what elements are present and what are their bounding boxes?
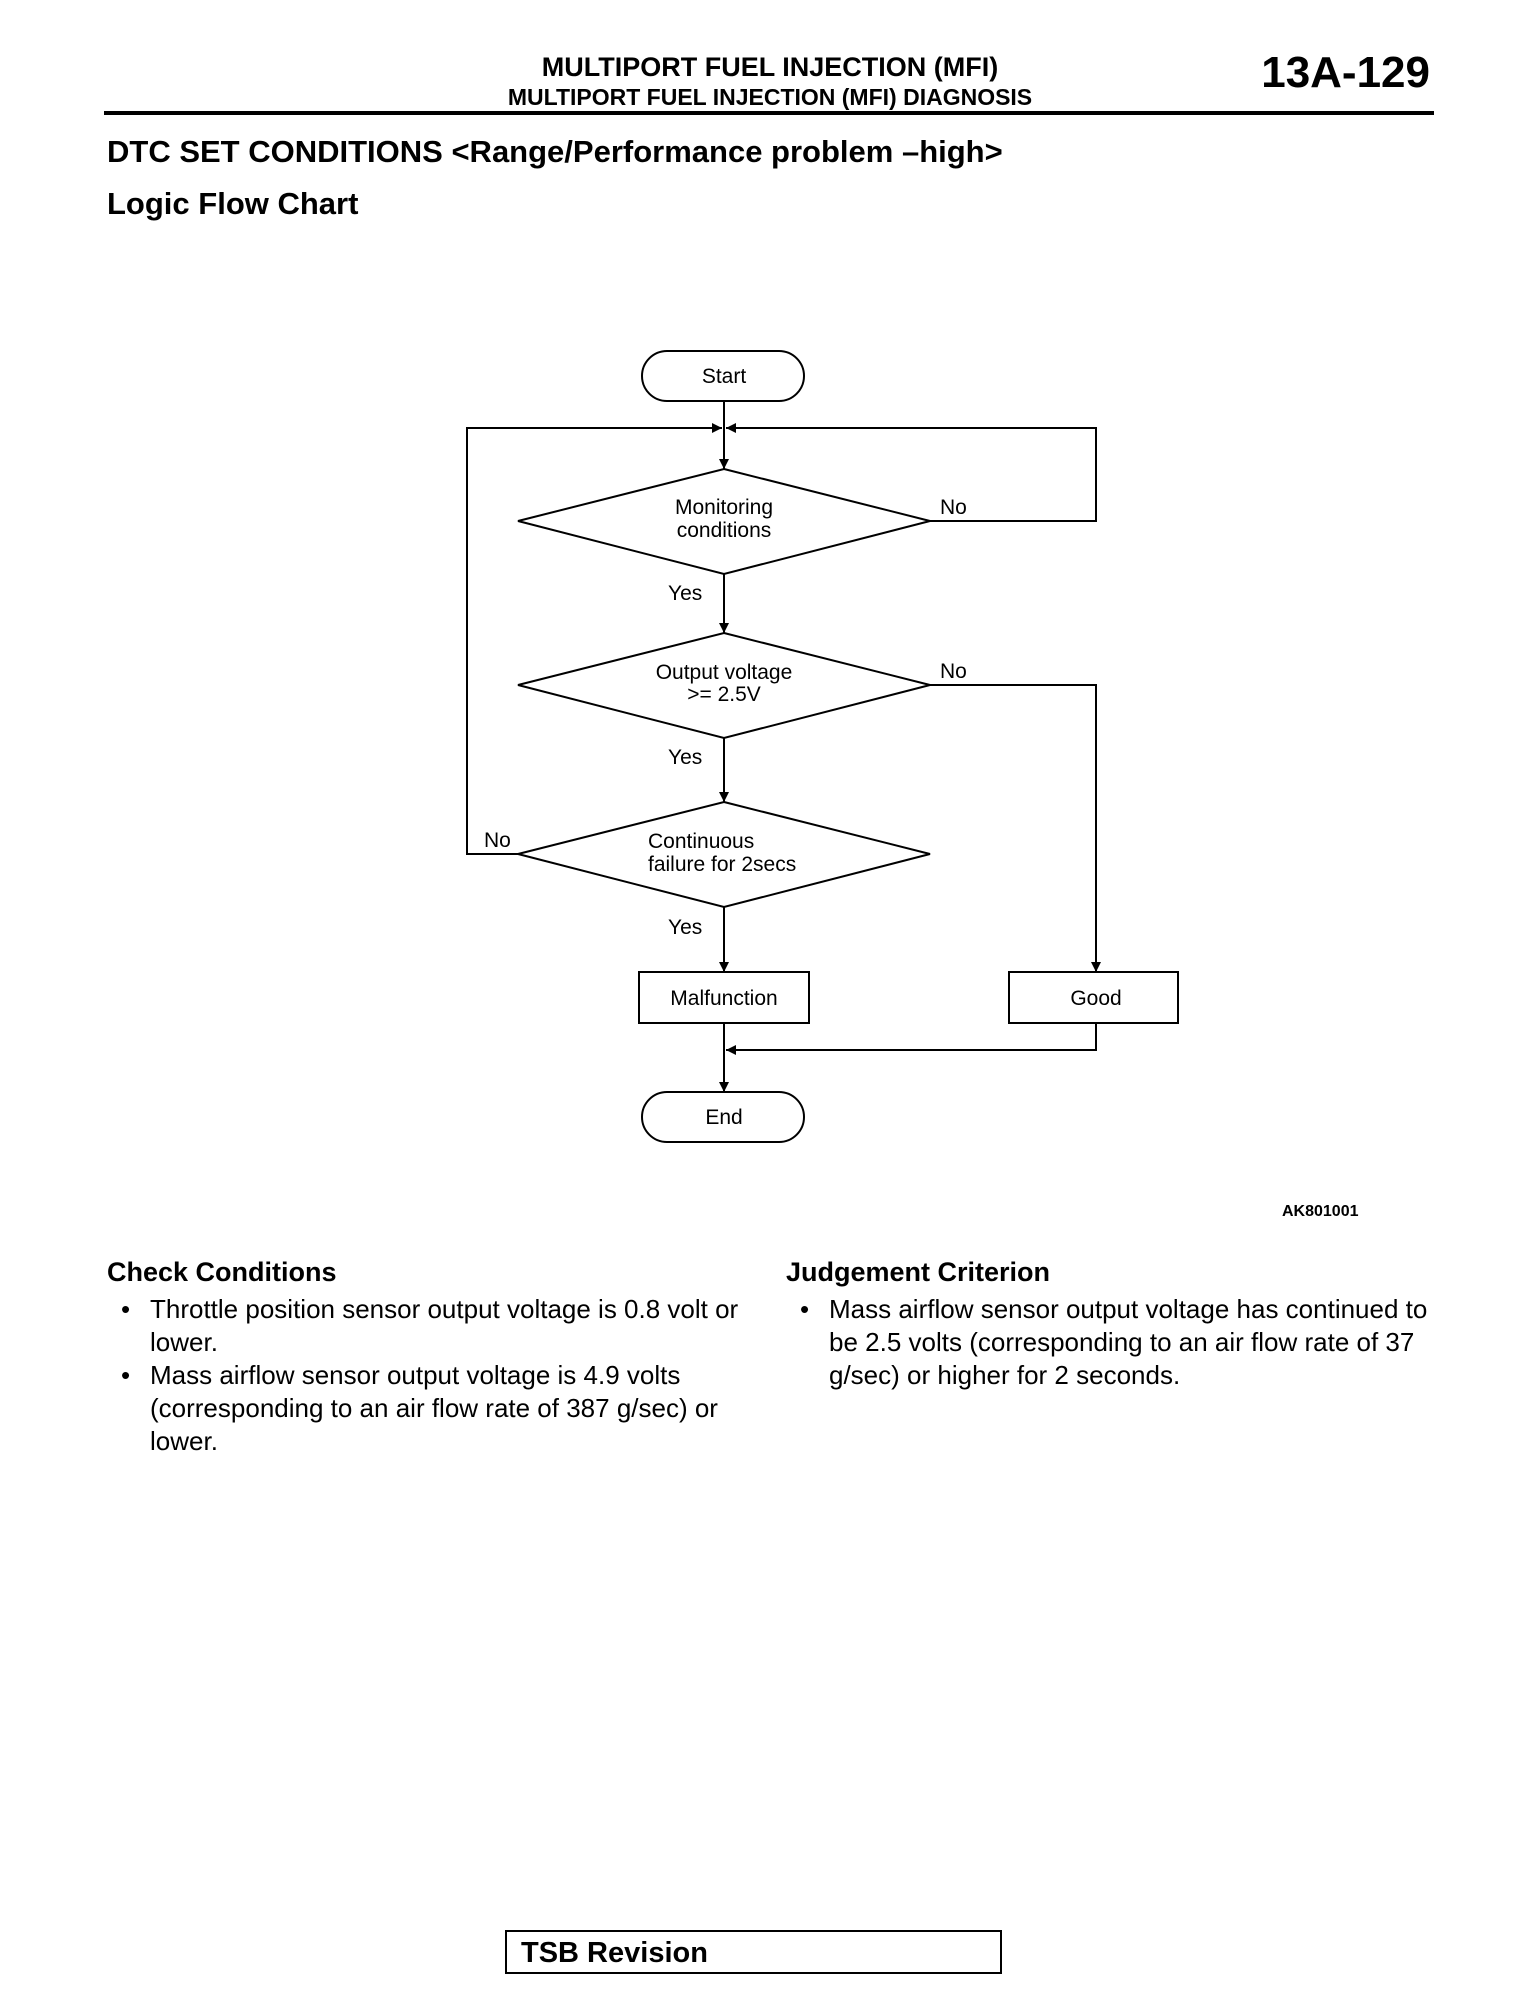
logic-flow-chart: Start Monitoring conditions Output volta… bbox=[466, 350, 1179, 1143]
figure-id: AK801001 bbox=[1282, 1203, 1359, 1220]
list-item: Mass airflow sensor output voltage has c… bbox=[786, 1293, 1438, 1392]
decision3-line2: failure for 2secs bbox=[648, 853, 796, 876]
decision2-line2: >= 2.5V bbox=[687, 683, 761, 706]
judgement-criterion-list: Mass airflow sensor output voltage has c… bbox=[786, 1293, 1438, 1392]
d2-yes-label: Yes bbox=[668, 746, 702, 769]
good-box bbox=[1008, 971, 1179, 1024]
tsb-revision-label: TSB Revision bbox=[521, 1937, 708, 1969]
d2-no-label: No bbox=[940, 660, 967, 683]
section-title: DTC SET CONDITIONS <Range/Performance pr… bbox=[107, 134, 1003, 169]
decision3-line1: Continuous bbox=[648, 830, 754, 853]
start-label: Start bbox=[702, 365, 747, 388]
d1-no-label: No bbox=[940, 496, 967, 519]
judgement-criterion-title: Judgement Criterion bbox=[786, 1257, 1051, 1287]
connector-d3-no bbox=[466, 423, 722, 855]
good-label: Good bbox=[1070, 987, 1121, 1010]
connector-d2-no bbox=[930, 684, 1101, 972]
list-item: Throttle position sensor output voltage … bbox=[107, 1293, 762, 1359]
connector-good-end bbox=[726, 1023, 1097, 1055]
sub-title: Logic Flow Chart bbox=[107, 186, 359, 221]
connector-d1-no bbox=[726, 423, 1097, 522]
decision2-line1: Output voltage bbox=[656, 661, 793, 684]
d3-yes-label: Yes bbox=[668, 916, 702, 939]
header-title: MULTIPORT FUEL INJECTION (MFI) bbox=[541, 52, 999, 82]
tsb-revision-box: TSB Revision bbox=[505, 1930, 1002, 1974]
list-item: Mass airflow sensor output voltage is 4.… bbox=[107, 1359, 762, 1458]
check-conditions-title: Check Conditions bbox=[107, 1257, 337, 1287]
header-subtitle: MULTIPORT FUEL INJECTION (MFI) DIAGNOSIS bbox=[507, 84, 1033, 110]
d1-yes-label: Yes bbox=[668, 582, 702, 605]
check-conditions-list: Throttle position sensor output voltage … bbox=[107, 1293, 762, 1458]
header-rule bbox=[104, 111, 1434, 115]
page-number: 13A-129 bbox=[1261, 48, 1430, 97]
end-label: End bbox=[705, 1106, 742, 1129]
malfunction-label: Malfunction bbox=[670, 987, 777, 1010]
d3-no-label: No bbox=[484, 829, 511, 852]
decision1-line2: conditions bbox=[677, 519, 772, 542]
decision1-line1: Monitoring bbox=[675, 496, 773, 519]
